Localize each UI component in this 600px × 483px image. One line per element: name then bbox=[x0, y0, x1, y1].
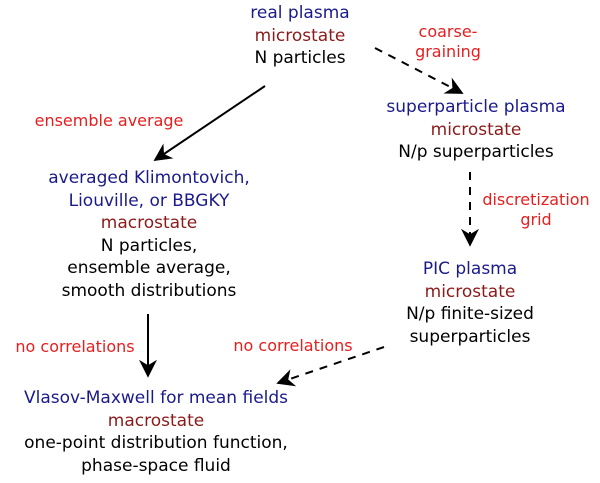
arrow-real-to-superparticle bbox=[374, 47, 464, 94]
node-state: microstate bbox=[424, 281, 516, 302]
node-desc-line1: N particles, bbox=[100, 235, 198, 256]
node-pic-plasma: PIC plasma microstate N/p finite-sized s… bbox=[370, 258, 570, 348]
node-desc-line2: superparticles bbox=[409, 326, 531, 347]
node-desc: N particles bbox=[254, 48, 346, 68]
node-state: macrostate bbox=[100, 213, 198, 233]
node-title: PIC plasma bbox=[422, 259, 518, 279]
node-desc-line2: ensemble average, bbox=[67, 258, 231, 278]
node-desc-line2: phase-space fluid bbox=[81, 455, 231, 476]
node-title-line1: averaged Klimontovich, bbox=[48, 168, 250, 188]
edge-label-text: no correlations bbox=[15, 337, 135, 356]
arrow-real-to-averaged bbox=[153, 85, 266, 162]
edge-label-ensemble-average: ensemble average bbox=[22, 111, 196, 131]
node-real-plasma: real plasma microstate N particles bbox=[200, 2, 400, 70]
edge-label-coarse-graining: coarse- graining bbox=[400, 22, 496, 62]
edge-label-discretization-grid: discretization grid bbox=[474, 190, 598, 230]
node-title: superparticle plasma bbox=[386, 97, 566, 117]
edge-label-text: ensemble average bbox=[34, 111, 184, 130]
edge-label-line1: discretization bbox=[482, 190, 590, 209]
node-vlasov-maxwell: Vlasov-Maxwell for mean fields macrostat… bbox=[0, 387, 312, 477]
node-desc-line3: smooth distributions bbox=[61, 280, 237, 301]
node-desc-line1: one-point distribution function, bbox=[24, 433, 288, 453]
node-state: macrostate bbox=[107, 410, 205, 431]
node-title-line2: Liouville, or BBGKY bbox=[68, 190, 230, 211]
node-state: microstate bbox=[254, 25, 346, 46]
node-title: Vlasov-Maxwell for mean fields bbox=[23, 388, 289, 408]
edge-label-no-correlations-left: no correlations bbox=[4, 337, 146, 357]
node-superparticle-plasma: superparticle plasma microstate N/p supe… bbox=[360, 96, 592, 164]
edge-label-line2: graining bbox=[415, 42, 481, 61]
edge-label-line2: grid bbox=[520, 210, 552, 229]
node-state: microstate bbox=[430, 119, 522, 140]
edge-label-text: no correlations bbox=[233, 336, 353, 355]
node-desc-line1: N/p finite-sized bbox=[406, 304, 534, 324]
edge-label-no-correlations-right: no correlations bbox=[222, 336, 364, 356]
node-title: real plasma bbox=[250, 3, 350, 23]
node-averaged-klimontovich: averaged Klimontovich, Liouville, or BBG… bbox=[14, 167, 284, 302]
node-desc: N/p superparticles bbox=[398, 142, 554, 162]
edge-label-line1: coarse- bbox=[418, 22, 478, 41]
arrow-pic-to-vlasov bbox=[276, 346, 385, 387]
